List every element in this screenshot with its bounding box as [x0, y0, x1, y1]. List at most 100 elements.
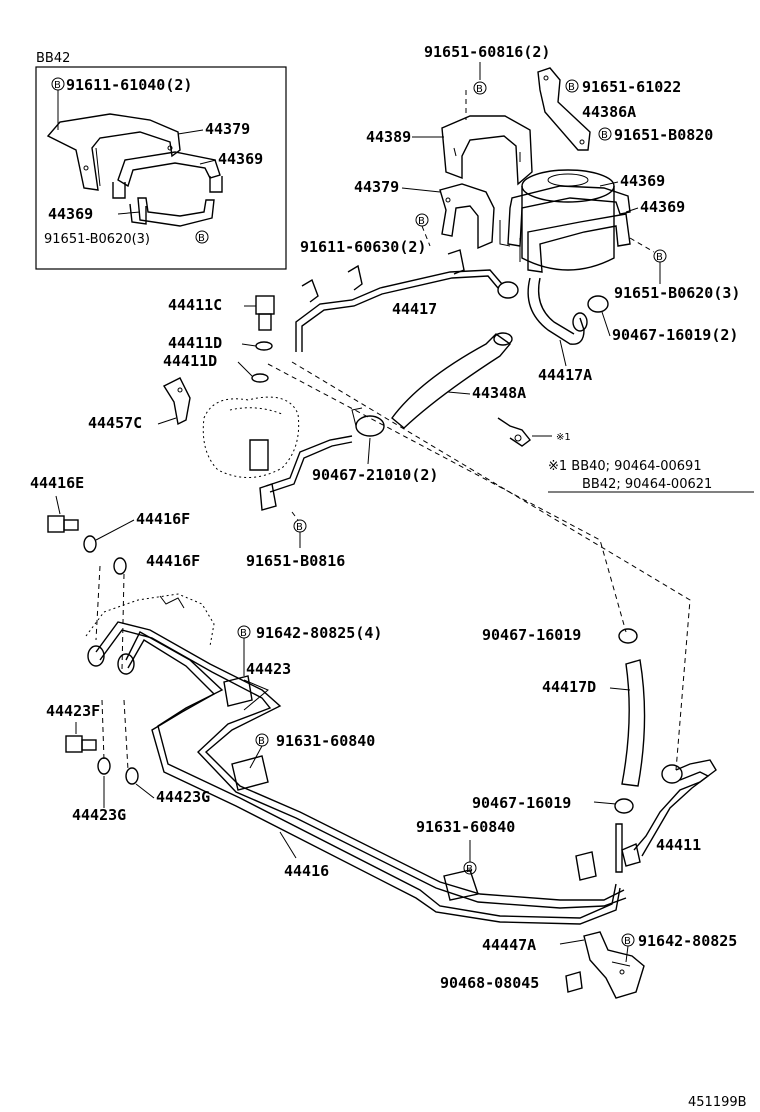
- bracket-44389: [441, 115, 533, 186]
- pump-body: [202, 396, 300, 479]
- tube-end-right: [615, 823, 623, 873]
- gear-housing-sketch: [85, 593, 215, 647]
- clamp-90467-16019-b: [614, 798, 634, 814]
- label-44423: 44423: [246, 660, 291, 678]
- bolt-symbol-inset-b0620: B: [195, 230, 209, 244]
- svg-text:B: B: [258, 736, 265, 747]
- dashed-leader-6: [123, 699, 129, 771]
- union-bolt-44416E: [47, 515, 79, 533]
- label-91611-61040: 91611-61040(2): [66, 76, 192, 94]
- pipe-44411: [621, 759, 717, 867]
- bolt-symbol-91631-60840-b: B: [463, 861, 477, 875]
- note-line-1: ※1 BB40; 90464-00691: [548, 459, 702, 474]
- label-91651-B0620: 91651-B0620(3): [614, 284, 740, 302]
- label-91642-80825-4: 91642-80825(4): [256, 624, 382, 642]
- label-90467-16019-b: 90467-16019: [472, 794, 571, 812]
- pipe-44417: [295, 249, 503, 352]
- dashed-leader-1: [267, 363, 627, 633]
- label-44417: 44417: [392, 300, 437, 318]
- label-44348A: 44348A: [472, 384, 526, 402]
- clamp-90467-21010: [351, 407, 385, 437]
- clip-90468-08045: [565, 971, 583, 993]
- inset-clamp-44369-lower: [129, 197, 215, 227]
- gasket-44411D-a: [255, 341, 273, 351]
- label-44423G-a: 44423G: [156, 788, 210, 806]
- gasket-44416F-b: [113, 557, 127, 575]
- clamp-90467-16019-a: [618, 628, 638, 644]
- hose-44417A: [527, 277, 588, 345]
- label-44416F-b: 44416F: [146, 552, 200, 570]
- pump-pressure-port: [259, 435, 353, 511]
- tube-44416: [95, 621, 627, 909]
- inset-box: [35, 66, 287, 270]
- svg-text:B: B: [601, 130, 608, 141]
- label-44369-inset-b: 44369: [48, 205, 93, 223]
- svg-text:B: B: [240, 628, 247, 639]
- bolt-symbol-91651-60816: B: [473, 81, 487, 95]
- inset-bracket-44379: [46, 113, 181, 191]
- label-44447A: 44447A: [482, 936, 536, 954]
- bracket-clamps: [223, 675, 597, 901]
- bolt-symbol-91651-B0816: B: [293, 519, 307, 533]
- label-90467-21010: 90467-21010(2): [312, 466, 438, 484]
- reservoir-tank: [521, 169, 615, 271]
- label-44369-a: 44369: [620, 172, 665, 190]
- bracket-44379: [439, 183, 495, 250]
- gasket-44423G-a: [125, 767, 139, 785]
- svg-text:B: B: [418, 216, 425, 227]
- tube-end-fittings: [87, 645, 135, 675]
- gasket-44411D-b: [251, 373, 269, 383]
- bracket-44447A: [583, 931, 645, 999]
- svg-text:B: B: [568, 82, 575, 93]
- label-44423F: 44423F: [46, 702, 100, 720]
- bolt-symbol-91631-60840-a: B: [255, 733, 269, 747]
- bracket-44457C: [162, 377, 191, 426]
- bolt-symbol-91611-61040: B: [51, 77, 65, 91]
- inset-clamp-44369-upper: [112, 151, 223, 199]
- label-91651-B0820: 91651-B0820: [614, 126, 713, 144]
- bolt-symbol-91642-80825-4: B: [237, 625, 251, 639]
- label-44411C: 44411C: [168, 296, 222, 314]
- label-91651-61022: 91651-61022: [582, 78, 681, 96]
- svg-text:B: B: [466, 864, 473, 875]
- label-90468-08045: 90468-08045: [440, 974, 539, 992]
- union-bolt-44411C: [255, 295, 275, 331]
- label-91611-60630: 91611-60630(2): [300, 238, 426, 256]
- label-44379-inset: 44379: [205, 120, 250, 138]
- bolt-symbol-91651-B0620: B: [653, 249, 667, 263]
- svg-text:B: B: [198, 233, 205, 244]
- gasket-44416F-a: [83, 535, 97, 553]
- bracket-44386A: [537, 67, 591, 151]
- label-44379: 44379: [354, 178, 399, 196]
- hose-44417D: [621, 659, 646, 787]
- svg-text:B: B: [476, 84, 483, 95]
- gasket-44423G-b: [97, 757, 111, 775]
- label-44423G-b: 44423G: [72, 806, 126, 824]
- label-44411: 44411: [656, 836, 701, 854]
- label-44369-b: 44369: [640, 198, 685, 216]
- label-44389: 44389: [366, 128, 411, 146]
- label-44386A: 44386A: [582, 103, 636, 121]
- union-bolt-44423F: [65, 735, 97, 753]
- svg-text:B: B: [296, 522, 303, 533]
- label-91651-B0620-inset: 91651-B0620(3): [44, 232, 150, 247]
- bolt-symbol-91651-61022: B: [565, 79, 579, 93]
- label-91631-60840-b: 91631-60840: [416, 818, 515, 836]
- label-91631-60840-a: 91631-60840: [276, 732, 375, 750]
- label-44416: 44416: [284, 862, 329, 880]
- bolt-symbol-91651-B0820: B: [598, 127, 612, 141]
- note-line-2: BB42; 90464-00621: [582, 477, 712, 492]
- hose-44348A: [391, 332, 513, 429]
- clamp-note-1: [497, 417, 531, 447]
- dashed-leader-3: [95, 565, 101, 641]
- svg-text:B: B: [624, 936, 631, 947]
- bolt-symbol-91642-80825: B: [621, 933, 635, 947]
- label-44416F-a: 44416F: [136, 510, 190, 528]
- label-44411D-a: 44411D: [168, 334, 222, 352]
- label-44417A: 44417A: [538, 366, 592, 384]
- note-symbol: ※1: [556, 432, 571, 443]
- clamp-90467-16019-top: [497, 281, 609, 313]
- svg-text:B: B: [54, 80, 61, 91]
- label-44457C: 44457C: [88, 414, 142, 432]
